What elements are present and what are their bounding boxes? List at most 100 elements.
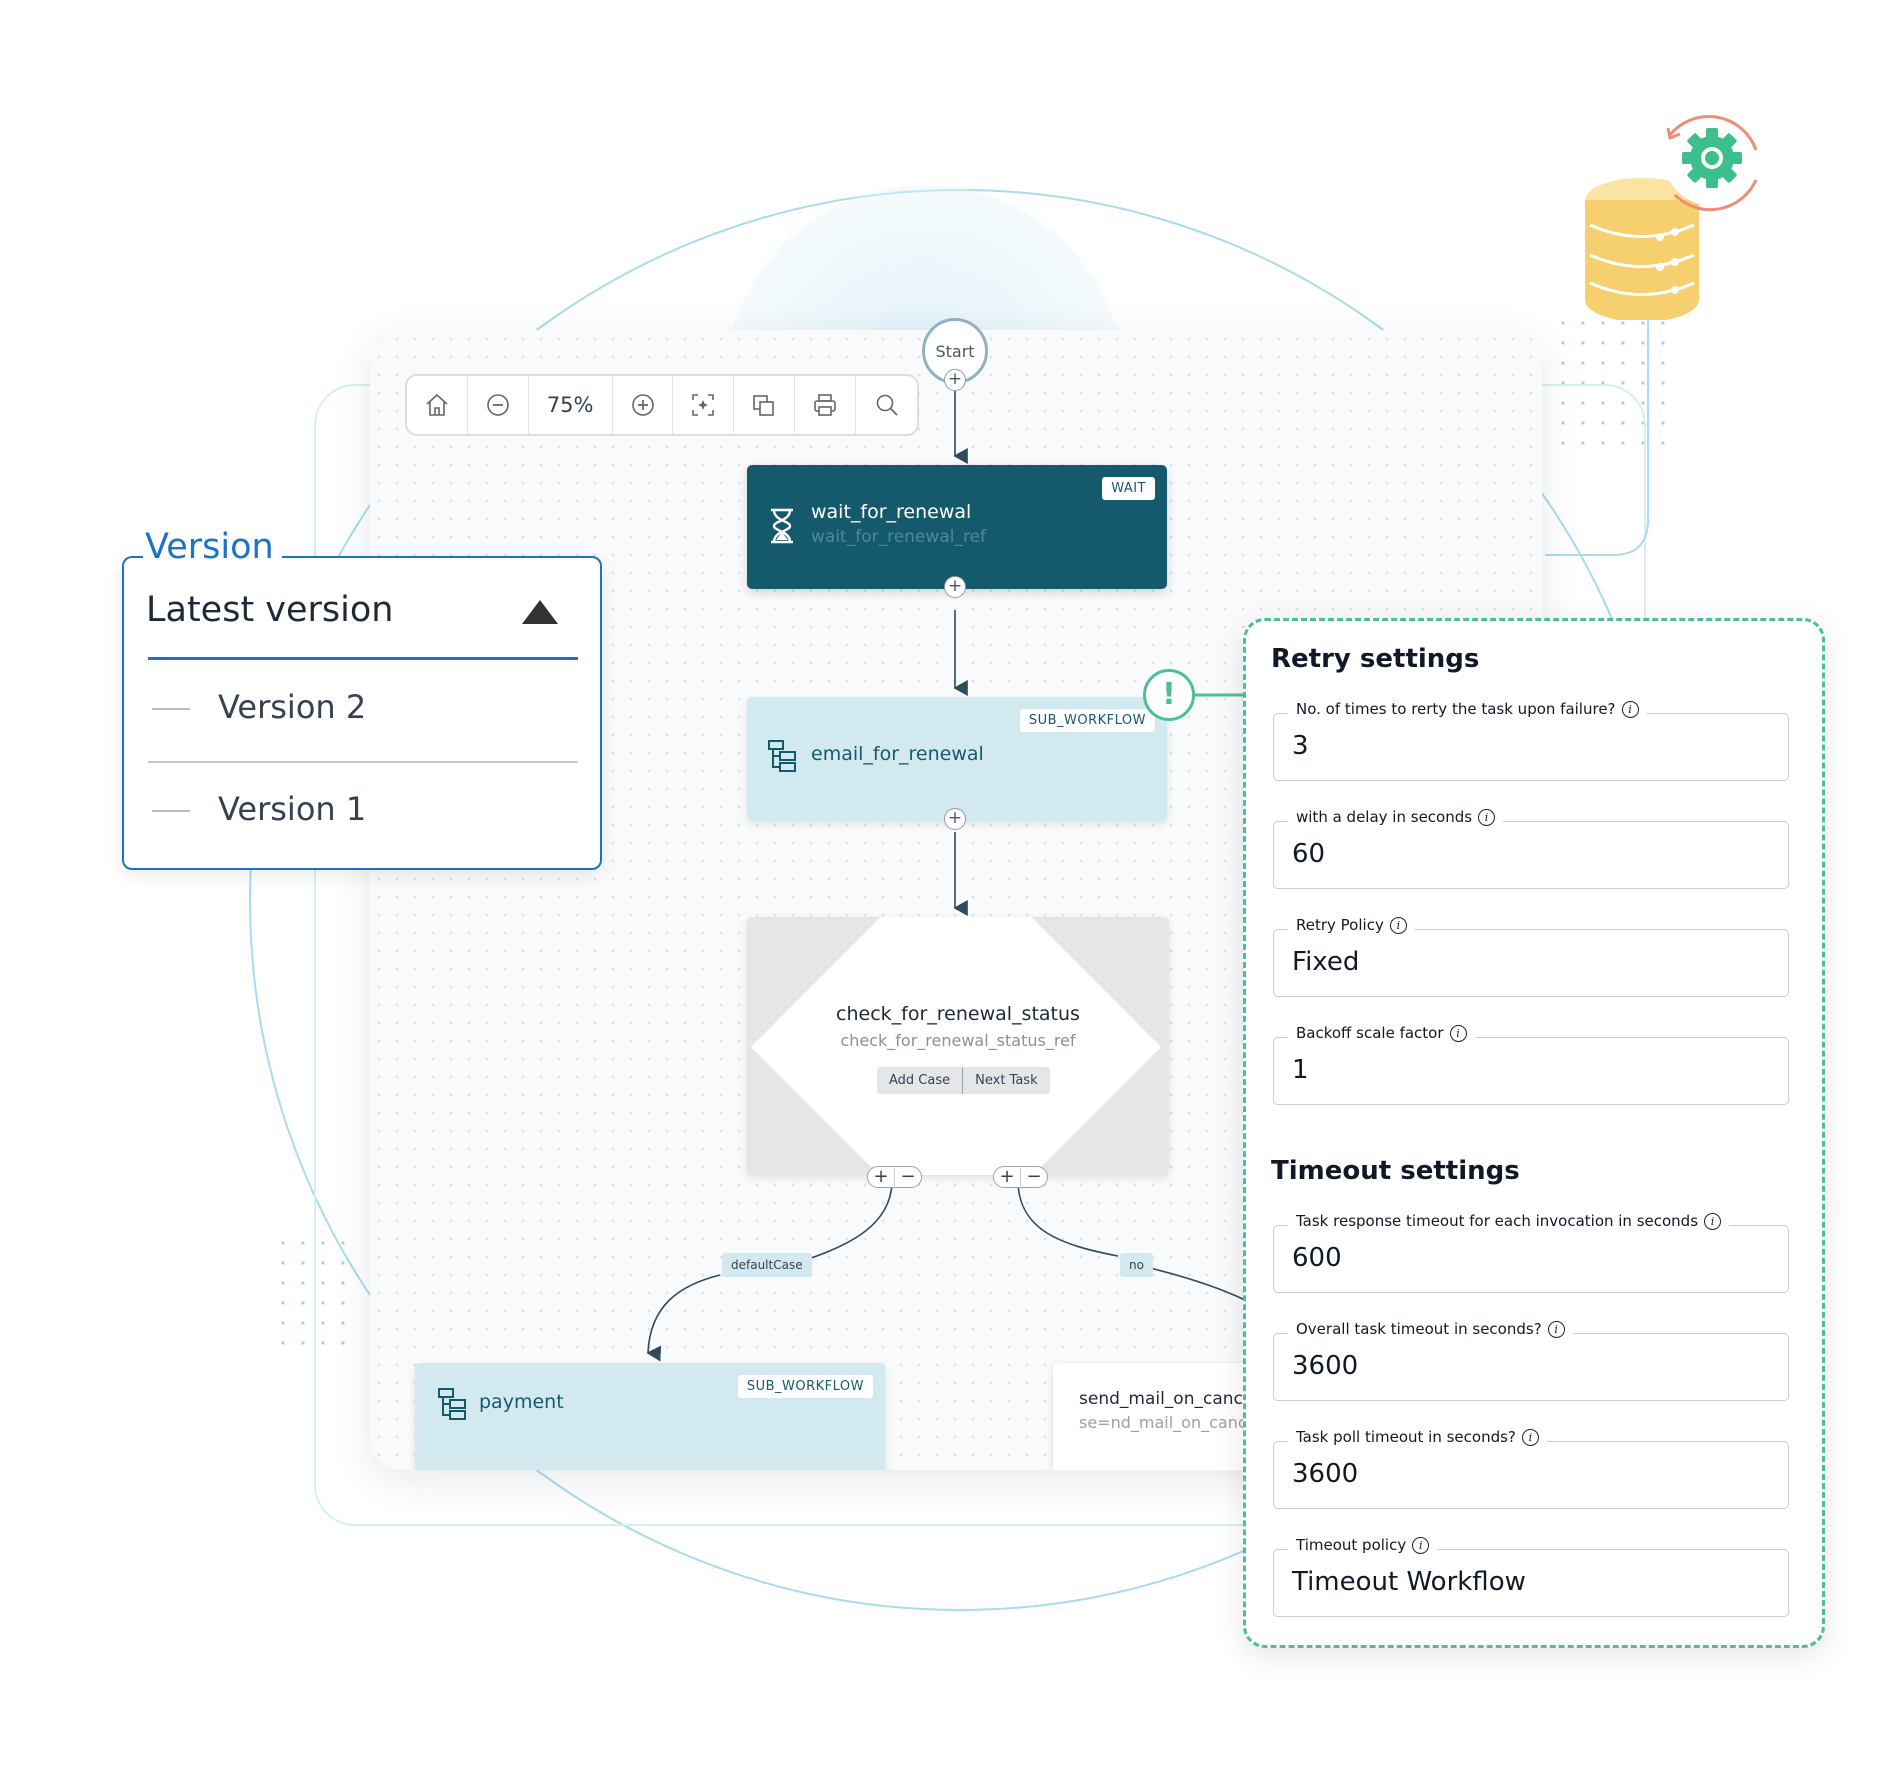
add-case-button[interactable]: Add Case — [877, 1067, 964, 1094]
fit-view-button[interactable] — [673, 376, 735, 434]
field-value: 600 — [1292, 1243, 1342, 1273]
backoff-scale-field[interactable]: Backoff scale factor i 1 — [1273, 1024, 1789, 1105]
search-button[interactable] — [856, 376, 917, 434]
add-branch-button[interactable]: + — [994, 1168, 1021, 1186]
field-label: Timeout policy i — [1288, 1536, 1438, 1554]
info-icon[interactable]: i — [1478, 809, 1496, 826]
task-node-email[interactable]: SUB_WORKFLOW email_for_renewal — [747, 697, 1167, 821]
print-button[interactable] — [795, 376, 857, 434]
timeout-policy-field[interactable]: Timeout policy i Timeout Workflow — [1273, 1536, 1789, 1617]
version-label: Version — [143, 527, 282, 567]
overall-timeout-field[interactable]: Overall task timeout in seconds?i 3600 — [1273, 1320, 1789, 1401]
task-name: payment — [479, 1391, 564, 1413]
info-icon[interactable]: i — [1547, 1321, 1565, 1338]
task-node-switch[interactable]: check_for_renewal_status check_for_renew… — [747, 917, 1169, 1175]
task-name: wait_for_renewal — [811, 501, 972, 523]
task-ref: wait_for_renewal_ref — [811, 527, 986, 547]
settings-panel: Retry settings No. of times to rerty the… — [1243, 618, 1825, 1648]
timeout-settings-title: Timeout settings — [1271, 1156, 1520, 1186]
search-icon — [876, 394, 898, 416]
field-label: Task poll timeout in seconds? i — [1288, 1428, 1547, 1446]
branch-add-remove-default: +− — [867, 1166, 922, 1188]
option-dash — [152, 708, 190, 710]
task-name: email_for_renewal — [811, 743, 984, 765]
add-task-button[interactable]: + — [944, 576, 966, 598]
copy-button[interactable] — [734, 376, 796, 434]
info-icon[interactable]: i — [1704, 1213, 1722, 1230]
field-label-text: Task response timeout for each invocatio… — [1296, 1212, 1699, 1230]
add-task-button[interactable]: + — [944, 369, 966, 391]
version-dropdown[interactable]: Latest version Version 2 Version 1 — [122, 556, 602, 870]
retry-count-field[interactable]: No. of times to rerty the task upon fail… — [1273, 700, 1789, 781]
caret-up-icon[interactable] — [522, 600, 558, 624]
branch-add-remove-no: +− — [993, 1166, 1048, 1188]
database-settings-icon — [1585, 110, 1760, 320]
field-label: Retry Policy i — [1288, 916, 1415, 934]
zoom-in-button[interactable] — [613, 376, 674, 434]
task-node-wait[interactable]: WAIT wait_for_renewal wait_for_renewal_r… — [747, 465, 1167, 589]
subworkflow-icon — [768, 740, 796, 772]
poll-timeout-field[interactable]: Task poll timeout in seconds? i 3600 — [1273, 1428, 1789, 1509]
hourglass-icon — [771, 508, 793, 544]
selected-underline — [148, 657, 578, 660]
field-label: with a delay in seconds i — [1288, 808, 1504, 826]
add-task-button[interactable]: + — [944, 808, 966, 830]
version-selected[interactable]: Latest version — [146, 590, 394, 630]
retry-settings-title: Retry settings — [1271, 644, 1480, 674]
field-value: 60 — [1292, 839, 1326, 869]
subworkflow-icon — [438, 1388, 466, 1420]
task-node-payment[interactable]: SUB_WORKFLOW payment — [415, 1363, 885, 1470]
info-icon[interactable]: i — [1521, 1429, 1539, 1446]
task-name: send_mail_on_cancel — [1079, 1389, 1259, 1409]
info-icon[interactable]: i — [1621, 701, 1639, 718]
task-ref: se=nd_mail_on_cancel_ref — [1079, 1413, 1273, 1432]
canvas-clip: SUB_WORKFLOW payment send_mail_on_cancel… — [370, 330, 1542, 1470]
version-option-label: Version 2 — [218, 688, 367, 726]
task-ref: check_for_renewal_status_ref — [840, 1031, 1076, 1050]
info-icon[interactable]: i — [1389, 917, 1407, 934]
zoom-out-button[interactable] — [468, 376, 529, 434]
warning-icon[interactable]: ! — [1143, 669, 1195, 721]
task-type-badge: WAIT — [1102, 477, 1155, 500]
canvas-toolbar: 75% — [405, 374, 919, 436]
field-label-text: Retry Policy — [1296, 916, 1384, 934]
remove-branch-button[interactable]: − — [900, 1166, 916, 1187]
zoom-out-icon — [487, 394, 509, 416]
field-label: Task response timeout for each invocatio… — [1288, 1212, 1730, 1230]
field-label: Overall task timeout in seconds? i — [1288, 1320, 1573, 1338]
home-icon — [426, 393, 448, 416]
case-buttons: Add Case Next Task — [877, 1067, 1050, 1094]
field-label-text: Task poll timeout in seconds? — [1296, 1428, 1516, 1446]
info-icon[interactable]: i — [1449, 1025, 1467, 1042]
field-label-text: No. of times to rerty the task upon fail… — [1296, 700, 1616, 718]
response-timeout-field[interactable]: Task response timeout for each invocatio… — [1273, 1212, 1789, 1293]
field-label: Backoff scale factor i — [1288, 1024, 1475, 1042]
field-value: 1 — [1292, 1055, 1309, 1085]
version-option[interactable]: Version 1 — [148, 762, 578, 860]
add-branch-button[interactable]: + — [868, 1168, 895, 1186]
zoom-in-icon — [631, 394, 654, 416]
home-button[interactable] — [407, 376, 468, 434]
zoom-level: 75% — [529, 376, 613, 434]
version-option[interactable]: Version 2 — [148, 660, 578, 758]
field-label-text: Timeout policy — [1296, 1536, 1407, 1554]
edge-label-default: defaultCase — [722, 1253, 812, 1277]
option-divider — [148, 761, 578, 763]
remove-branch-button[interactable]: − — [1026, 1166, 1042, 1187]
field-label-text: Backoff scale factor — [1296, 1024, 1444, 1042]
retry-policy-field[interactable]: Retry Policy i Fixed — [1273, 916, 1789, 997]
task-name: check_for_renewal_status — [836, 1003, 1080, 1025]
copy-icon — [753, 395, 775, 416]
field-label-text: with a delay in seconds — [1296, 808, 1473, 826]
next-task-button[interactable]: Next Task — [975, 1073, 1038, 1088]
start-label: Start — [935, 341, 975, 361]
task-type-badge: SUB_WORKFLOW — [1019, 709, 1155, 732]
retry-delay-field[interactable]: with a delay in seconds i 60 — [1273, 808, 1789, 889]
field-value: Fixed — [1292, 947, 1360, 977]
field-value: Timeout Workflow — [1292, 1567, 1526, 1597]
field-value: 3600 — [1292, 1459, 1359, 1489]
task-node-send-mail[interactable]: send_mail_on_cancel se=nd_mail_on_cancel… — [1053, 1363, 1273, 1470]
info-icon[interactable]: i — [1412, 1537, 1430, 1554]
field-label-text: Overall task timeout in seconds? — [1296, 1320, 1542, 1338]
field-value: 3 — [1292, 731, 1309, 761]
